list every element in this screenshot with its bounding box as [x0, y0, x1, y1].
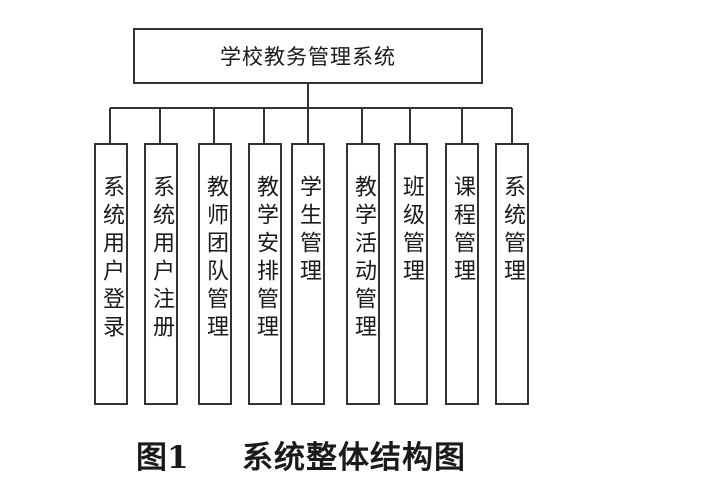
node-teaching-schedule-label: 教学安排管理 — [253, 175, 278, 343]
node-teacher-team: 教师团队管理 — [198, 143, 232, 405]
figure-title: 系统整体结构图 — [242, 440, 466, 476]
node-teaching-schedule: 教学安排管理 — [248, 143, 282, 405]
node-course-management-label: 课程管理 — [450, 175, 475, 287]
node-class-management-label: 班级管理 — [399, 175, 424, 287]
root-node: 学校教务管理系统 — [133, 28, 483, 84]
node-user-register: 系统用户注册 — [144, 143, 178, 405]
node-student-management: 学生管理 — [291, 143, 325, 405]
node-teaching-activity-label: 教学活动管理 — [351, 175, 376, 343]
node-teacher-team-label: 教师团队管理 — [203, 175, 228, 343]
figure-caption: 图1 系统整体结构图 — [0, 432, 715, 476]
node-user-register-label: 系统用户注册 — [149, 175, 174, 343]
figure-number: 图1 — [136, 440, 189, 476]
root-node-label: 学校教务管理系统 — [220, 45, 396, 69]
node-teaching-activity: 教学活动管理 — [346, 143, 380, 405]
node-user-login-label: 系统用户登录 — [99, 175, 124, 343]
node-class-management: 班级管理 — [394, 143, 428, 405]
node-course-management: 课程管理 — [445, 143, 479, 405]
node-system-management-label: 系统管理 — [500, 175, 525, 287]
node-system-management: 系统管理 — [495, 143, 529, 405]
node-student-management-label: 学生管理 — [296, 175, 321, 287]
node-user-login: 系统用户登录 — [94, 143, 128, 405]
